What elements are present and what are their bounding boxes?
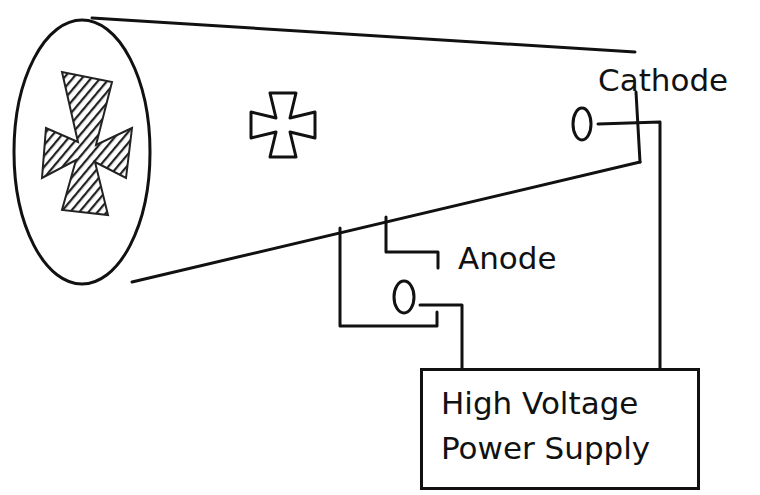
tube-wall: [132, 162, 640, 282]
anode-mount: [340, 228, 437, 326]
maltese-cross: [251, 93, 315, 157]
cross-shadow: [42, 72, 132, 215]
power-supply-box: High Voltage Power Supply: [420, 368, 700, 490]
cathode-wire: [598, 122, 660, 370]
anode-wire: [420, 305, 462, 370]
cathode-label: Cathode: [598, 62, 728, 98]
tube-screen: [14, 20, 150, 284]
box-label: High Voltage Power Supply: [441, 381, 679, 471]
anode-electrode: [394, 281, 414, 313]
anode-mount: [386, 217, 438, 268]
cathode-electrode: [573, 108, 591, 140]
anode-label: Anode: [458, 240, 557, 276]
tube-end: [636, 92, 640, 162]
tube-wall: [92, 18, 635, 52]
